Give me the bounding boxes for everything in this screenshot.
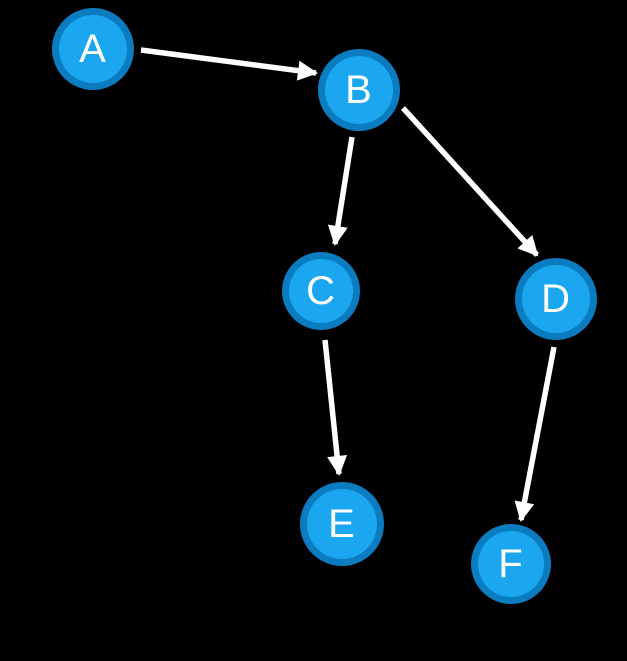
graph-node-C[interactable]: C <box>282 252 360 330</box>
edge-B-D <box>400 106 540 257</box>
node-body <box>325 56 393 124</box>
graph-node-E[interactable]: E <box>300 482 384 566</box>
node-body <box>289 259 353 323</box>
edge-D-F <box>514 346 557 522</box>
graph-node-D[interactable]: D <box>515 258 597 340</box>
edge-A-B <box>140 47 318 81</box>
node-body <box>59 15 127 83</box>
node-body <box>307 489 377 559</box>
edge-B-C <box>327 136 355 246</box>
graph-node-A[interactable]: A <box>52 8 134 90</box>
node-body <box>478 531 544 597</box>
edge-C-E <box>322 339 348 476</box>
graph-node-B[interactable]: B <box>318 49 400 131</box>
node-body <box>522 265 590 333</box>
graph-node-F[interactable]: F <box>471 524 551 604</box>
